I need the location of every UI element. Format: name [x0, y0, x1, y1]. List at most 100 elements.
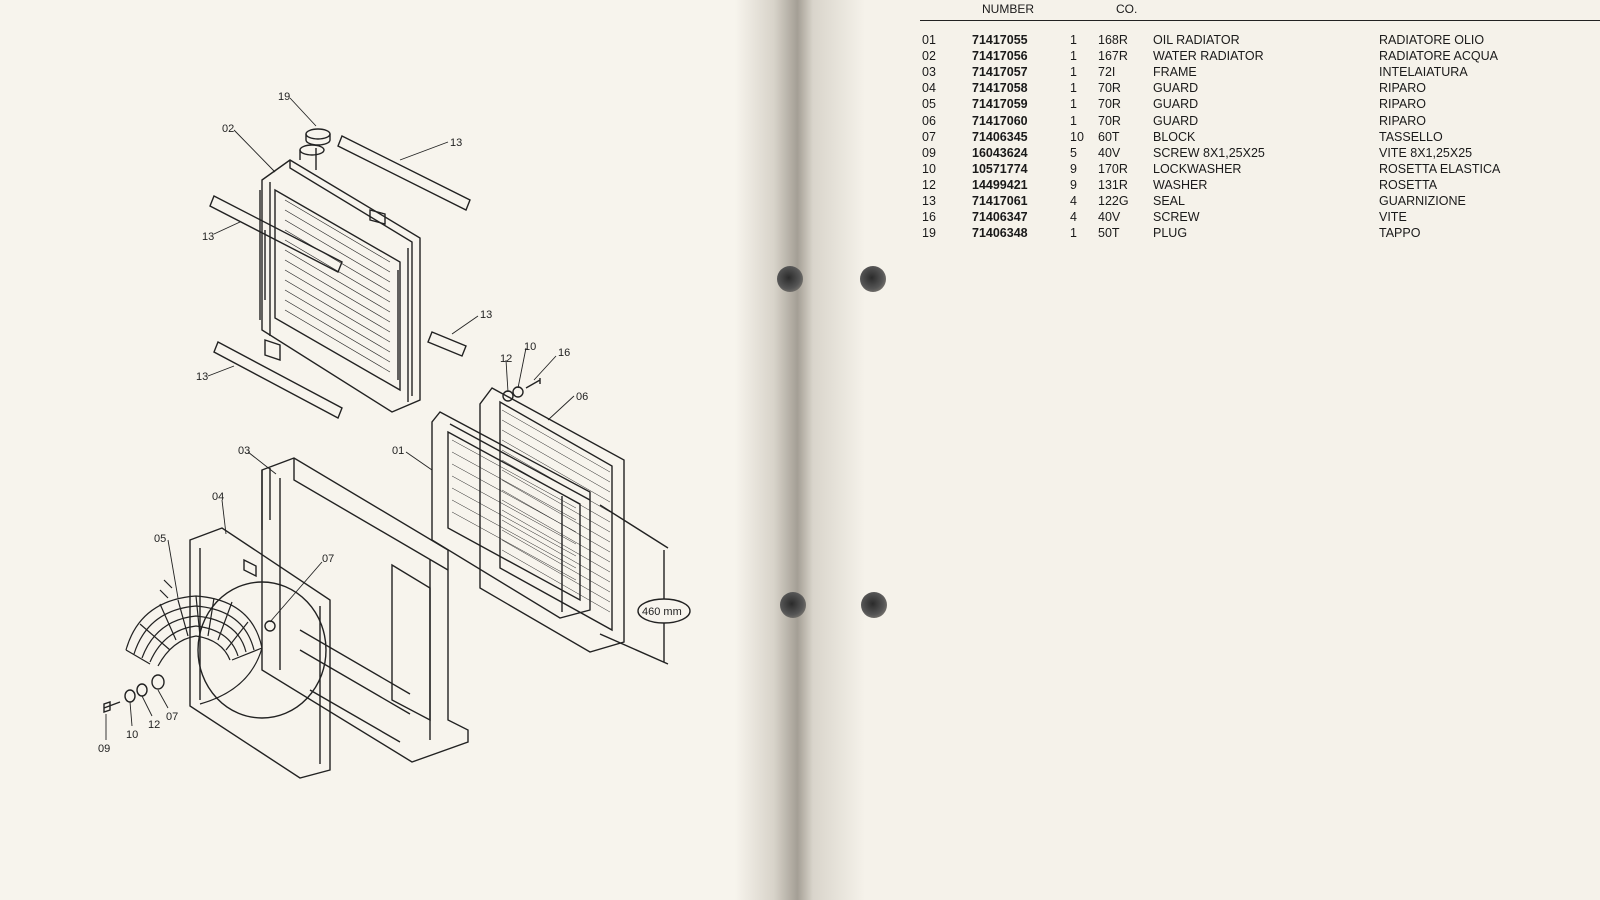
part-name-it: RIPARO: [1379, 113, 1426, 128]
fan-grille-drawing: [125, 579, 263, 705]
part-ref: 10: [922, 161, 936, 176]
part-name-en: PLUG: [1153, 226, 1188, 241]
guard-06-drawing: [479, 387, 625, 653]
callout-03: 03: [238, 445, 250, 457]
part-number: 71417056: [972, 49, 1028, 64]
part-name-en: WASHER: [1153, 177, 1208, 192]
callout-07: 07: [322, 553, 334, 565]
part-name-en: OIL RADIATOR: [1153, 33, 1240, 48]
part-name-it: ROSETTA ELASTICA: [1379, 161, 1501, 176]
part-name-it: RADIATORE OLIO: [1379, 33, 1485, 48]
part-name-it: VITE 8X1,25X25: [1379, 145, 1473, 160]
binding-gutter: [735, 0, 865, 900]
callout-19: 19: [278, 91, 290, 103]
part-qty: 5: [1070, 145, 1077, 160]
part-name-en: GUARD: [1153, 97, 1199, 112]
part-name-it: TASSELLO: [1379, 129, 1443, 144]
part-name-it: ROSETTA: [1379, 177, 1438, 192]
dimension-label: 460 mm: [642, 606, 682, 618]
part-name-en: LOCKWASHER: [1153, 161, 1242, 176]
part-qty: 1: [1070, 113, 1077, 128]
callout-12: 12: [500, 353, 512, 365]
part-name-en: BLOCK: [1153, 129, 1196, 144]
oil-radiator-drawing: [431, 411, 591, 619]
header-rule: [920, 20, 1600, 21]
seal-strip: [337, 135, 471, 211]
part-code: 70R: [1098, 113, 1121, 128]
part-ref: 03: [922, 65, 936, 80]
callout-07: 07: [166, 711, 178, 723]
callout-02: 02: [222, 123, 234, 135]
part-qty: 1: [1070, 226, 1077, 241]
part-number: 14499421: [972, 177, 1028, 192]
part-name-en: SEAL: [1153, 193, 1185, 208]
part-code: 72I: [1098, 65, 1116, 80]
part-number: 71417061: [972, 193, 1028, 208]
part-code: 60T: [1098, 129, 1120, 144]
part-qty: 1: [1070, 33, 1077, 48]
right-page: [800, 0, 1600, 900]
part-code: 40V: [1098, 210, 1121, 225]
seal-strip: [209, 195, 343, 273]
part-ref: 07: [922, 129, 936, 144]
part-code: 50T: [1098, 226, 1120, 241]
column-header-number: NUMBER: [982, 2, 1035, 16]
part-ref: 01: [922, 33, 936, 48]
part-code: 131R: [1098, 177, 1128, 192]
part-qty: 10: [1070, 129, 1084, 144]
seal-strip: [213, 341, 343, 419]
callout-13: 13: [480, 309, 492, 321]
part-number: 71417059: [972, 97, 1028, 112]
part-name-en: SCREW: [1153, 210, 1200, 225]
part-name-en: SCREW 8X1,25X25: [1153, 145, 1265, 160]
callout-13: 13: [202, 231, 214, 243]
part-name-it: TAPPO: [1379, 226, 1421, 241]
seal-strip: [427, 331, 467, 357]
callout-12: 12: [148, 719, 160, 731]
part-ref: 16: [922, 210, 936, 225]
part-code: 168R: [1098, 33, 1128, 48]
part-qty: 1: [1070, 97, 1077, 112]
punch-hole: [777, 266, 803, 292]
callout-04: 04: [212, 491, 224, 503]
punch-hole: [860, 266, 886, 292]
guard-04-drawing: [189, 527, 331, 779]
column-header-qty: CO.: [1116, 2, 1138, 16]
part-name-en: WATER RADIATOR: [1153, 49, 1264, 64]
part-number: 10571774: [972, 161, 1028, 176]
part-ref: 19: [922, 226, 936, 241]
part-number: 71406348: [972, 226, 1028, 241]
callout-05: 05: [154, 533, 166, 545]
part-name-it: GUARNIZIONE: [1379, 193, 1466, 208]
part-name-it: RADIATORE ACQUA: [1379, 49, 1499, 64]
table-row: 07 71406345 10 60T BLOCK TASSELLO: [922, 129, 1529, 145]
part-qty: 4: [1070, 193, 1077, 208]
part-number: 71417058: [972, 81, 1028, 96]
part-qty: 1: [1070, 65, 1077, 80]
part-ref: 06: [922, 113, 936, 128]
part-ref: 13: [922, 193, 936, 208]
part-name-en: GUARD: [1153, 81, 1199, 96]
part-number: 16043624: [972, 145, 1028, 160]
callout-10: 10: [524, 341, 536, 353]
water-radiator-drawing: [259, 128, 421, 413]
callout-13: 13: [196, 371, 208, 383]
part-number: 71406347: [972, 210, 1028, 225]
part-number: 71406345: [972, 129, 1028, 144]
part-qty: 9: [1070, 161, 1077, 176]
part-qty: 1: [1070, 81, 1077, 96]
exploded-parts-diagram: 19 02 13 13 13 13 12 10 16 06 03 01 04 0…: [98, 91, 691, 779]
table-row: 19 71406348 1 50T PLUG TAPPO: [922, 225, 1529, 241]
callout-09: 09: [98, 743, 110, 755]
part-name-en: FRAME: [1153, 65, 1197, 80]
callout-16: 16: [558, 347, 570, 359]
part-qty: 4: [1070, 210, 1077, 225]
